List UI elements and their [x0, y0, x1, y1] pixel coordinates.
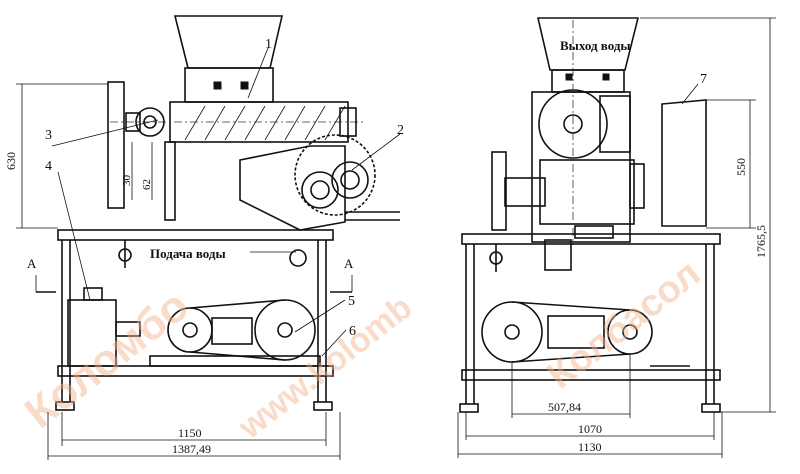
driven-pulley — [254, 299, 316, 361]
pulley-hub — [143, 115, 157, 129]
side-guard — [661, 99, 707, 227]
gear-box — [544, 239, 572, 271]
water-outlet-box — [599, 95, 631, 153]
foot — [459, 403, 479, 413]
dim-630: 630 — [4, 152, 18, 170]
bolt-icon — [240, 81, 249, 90]
hopper — [536, 17, 640, 71]
roller-guard — [294, 134, 376, 216]
dim-62: 62 — [141, 179, 153, 190]
dim-30: 30 — [121, 175, 133, 187]
dim-1150: 1150 — [178, 426, 202, 440]
watermark-text: Коломбо — [16, 281, 198, 438]
gearbox-cap — [83, 287, 103, 301]
bolt-icon — [602, 73, 610, 81]
drive-plate — [491, 151, 507, 231]
callout-4: 4 — [45, 159, 52, 174]
roller-hub — [340, 170, 360, 190]
motor-body — [211, 317, 253, 345]
callout-7: 7 — [700, 72, 707, 87]
foot — [313, 401, 333, 411]
drive-pulley — [135, 107, 165, 137]
hopper-neck — [551, 69, 625, 93]
watermark-text: Колбасол — [540, 252, 709, 397]
hopper-neck — [184, 67, 274, 103]
watermark-layer: Коломбо www.kolomb Колбасол — [16, 252, 708, 447]
pulley-hub — [622, 324, 638, 340]
leader-line — [51, 119, 159, 147]
drive-panel — [107, 81, 125, 209]
pulley-hub — [504, 324, 520, 340]
roller-block — [539, 159, 635, 225]
bolt-icon — [565, 73, 573, 81]
leader-line — [57, 171, 91, 301]
foot — [55, 401, 75, 411]
driven-pulley — [481, 301, 543, 363]
text-labels: Подача воды Выход воды А А — [27, 38, 631, 293]
end-cap — [339, 107, 357, 137]
roller-hub — [310, 180, 330, 200]
watermark-text: www.kolomb — [231, 288, 419, 447]
gearbox-shaft — [115, 321, 141, 337]
water-fitting — [289, 249, 307, 267]
grinder-housing — [531, 91, 631, 243]
dim-507: 507,84 — [548, 400, 581, 414]
dim-1070: 1070 — [578, 422, 602, 436]
support-post — [164, 141, 176, 221]
foot — [701, 403, 721, 413]
callout-1: 1 — [265, 37, 272, 52]
leader-line — [247, 47, 269, 99]
frame-top — [461, 233, 721, 245]
leader-line — [294, 299, 346, 333]
motor-body — [547, 315, 605, 349]
dimensions: 630 30 62 1150 1387,49 550 1765,5 507,84 — [4, 17, 776, 460]
frame-bottom — [461, 369, 721, 381]
drive-hub — [504, 177, 546, 207]
callout-5: 5 — [348, 294, 355, 309]
roller-right — [331, 161, 369, 199]
callout-3: 3 — [45, 128, 52, 143]
section-a-left: А — [27, 256, 37, 271]
dim-1765: 1765,5 — [754, 225, 768, 258]
motor-base — [149, 355, 321, 367]
auger-flights — [184, 105, 346, 141]
water-out-label: Выход воды — [560, 38, 631, 53]
callouts: 1 2 3 4 5 6 7 — [45, 37, 707, 357]
water-in-label: Подача воды — [150, 246, 226, 261]
leader-line — [681, 83, 699, 105]
pulley-hub — [182, 322, 198, 338]
leader-line — [321, 329, 347, 357]
side-view — [55, 15, 400, 411]
dim-550: 550 — [734, 158, 748, 176]
bolt-icon — [213, 81, 222, 90]
belt — [189, 299, 286, 309]
bearing-block — [125, 112, 141, 132]
callout-6: 6 — [349, 324, 356, 339]
outlet-flange — [574, 225, 614, 239]
dim-1130: 1130 — [578, 440, 602, 454]
leader-line — [351, 133, 401, 171]
section-a-right: А — [344, 256, 354, 271]
pulley-hub — [277, 322, 293, 338]
roller-left — [301, 171, 339, 209]
belt — [511, 353, 631, 363]
side-cover — [629, 163, 645, 209]
dim-1387: 1387,49 — [172, 442, 211, 456]
callout-2: 2 — [397, 123, 404, 138]
belt — [511, 301, 631, 311]
frame-top — [57, 229, 334, 241]
front-view — [459, 17, 721, 413]
grinder-body — [239, 145, 346, 231]
